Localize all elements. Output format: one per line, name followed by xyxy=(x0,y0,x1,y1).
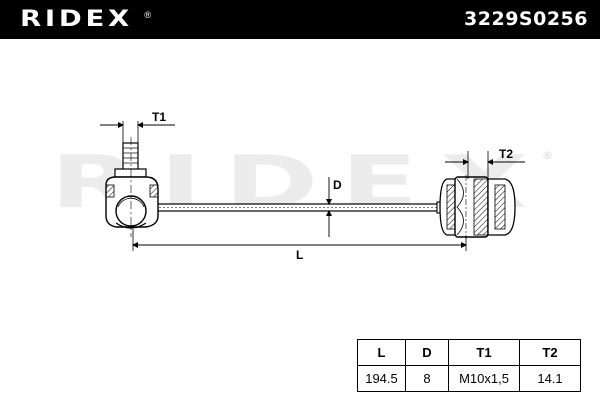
spec-value-t2: 14.1 xyxy=(519,365,581,392)
spec-header-t2: T2 xyxy=(519,339,581,366)
dimension-t1: T1 xyxy=(100,110,175,143)
ball-joint-left xyxy=(105,137,159,237)
spec-table: L D T1 T2 194.5 8 M10x1,5 14.1 xyxy=(357,339,581,392)
spec-header-d: D xyxy=(405,339,449,366)
brand-name: RIDEX xyxy=(20,7,133,32)
spec-header-t1: T1 xyxy=(448,339,520,366)
watermark-trademark: ® xyxy=(542,149,553,162)
bushing-right xyxy=(436,175,516,239)
spec-table-value-row: 194.5 8 M10x1,5 14.1 xyxy=(357,365,581,392)
header-bar: RIDEX ® 3229S0256 xyxy=(0,0,600,39)
dimension-d: D xyxy=(326,177,342,237)
stabilizer-rod xyxy=(154,203,444,212)
spec-table-header-row: L D T1 T2 xyxy=(357,339,581,366)
label-t1: T1 xyxy=(152,110,166,124)
label-l: L xyxy=(296,248,303,262)
trademark-symbol: ® xyxy=(144,9,152,20)
brand-logo: RIDEX ® xyxy=(20,0,151,39)
part-number: 3229S0256 xyxy=(464,8,588,30)
spec-value-l: 194.5 xyxy=(357,365,406,392)
technical-drawing: RIDEX ® T1 xyxy=(50,110,553,262)
dimension-l: L xyxy=(132,229,467,262)
label-d: D xyxy=(333,178,342,192)
spec-header-l: L xyxy=(357,339,406,366)
label-t2: T2 xyxy=(499,147,513,161)
dimension-t2: T2 xyxy=(445,147,525,179)
spec-value-d: 8 xyxy=(405,365,449,392)
spec-value-t1: M10x1,5 xyxy=(448,365,520,392)
